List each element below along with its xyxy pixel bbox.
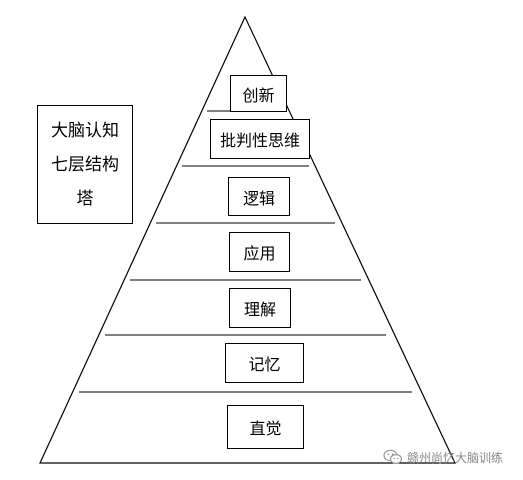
- layer-label-application: 应用: [229, 232, 290, 272]
- layer-label-memory: 记忆: [225, 343, 304, 383]
- diagram-title-box: 大脑认知 七层结构 塔: [37, 105, 133, 224]
- watermark: 赣州尚忆大脑训练: [383, 448, 503, 466]
- layer-label-understanding: 理解: [229, 288, 291, 328]
- layer-label-critical-thinking: 批判性思维: [210, 119, 310, 159]
- title-line: 大脑认知: [51, 120, 119, 141]
- title-line: 七层结构: [51, 154, 119, 175]
- title-line: 塔: [76, 188, 94, 209]
- layer-label-innovation: 创新: [230, 75, 287, 112]
- pyramid-outline: [39, 15, 456, 464]
- watermark-text: 赣州尚忆大脑训练: [407, 450, 504, 465]
- layer-label-logic: 逻辑: [228, 177, 290, 216]
- layer-label-intuition: 直觉: [227, 405, 304, 449]
- wechat-icon: [383, 449, 403, 465]
